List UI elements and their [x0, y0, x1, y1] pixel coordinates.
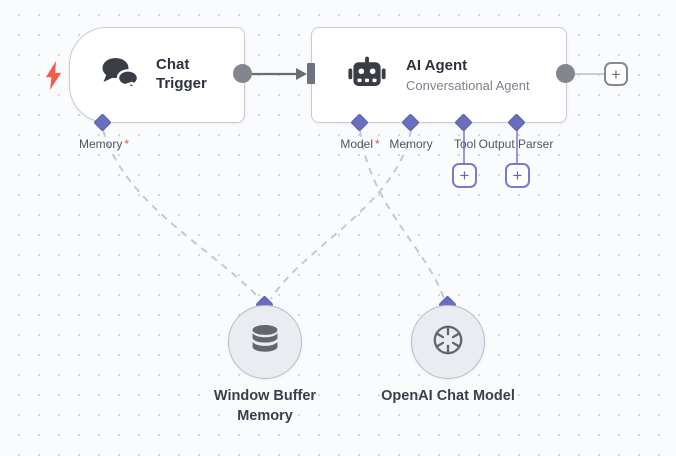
node-openai-chat-model[interactable]	[411, 305, 485, 379]
chat-trigger-output-port[interactable]	[233, 64, 252, 83]
node-title: AI Agent	[406, 57, 468, 75]
port-label-tool: Tool	[453, 137, 477, 151]
ai-agent-output-port[interactable]	[556, 64, 575, 83]
plus-icon: +	[512, 166, 523, 185]
node-window-buffer-memory[interactable]	[228, 305, 302, 379]
database-icon	[247, 322, 283, 363]
lightning-bolt-icon	[44, 61, 63, 95]
add-node-button[interactable]: +	[604, 62, 628, 86]
node-chat-trigger[interactable]: Chat Trigger	[69, 27, 245, 123]
required-marker: *	[375, 137, 380, 151]
port-label-memory-required: Memory*	[78, 137, 130, 151]
robot-icon	[346, 56, 388, 95]
node-title: Chat Trigger	[156, 56, 207, 92]
plus-icon: +	[459, 166, 470, 185]
port-label-output-parser: Output Parser	[478, 137, 554, 151]
node-subtitle: Conversational Agent	[406, 77, 530, 93]
chat-bubbles-icon	[100, 56, 140, 95]
node-label-window-buffer-memory: Window Buffer Memory	[213, 388, 317, 424]
port-label-memory: Memory	[389, 137, 433, 151]
port-label-model: Model*	[340, 137, 380, 151]
add-tool-button[interactable]: +	[452, 163, 477, 188]
openai-logo-icon	[429, 321, 467, 364]
required-marker: *	[124, 137, 130, 151]
node-ai-agent[interactable]: AI Agent Conversational Agent	[311, 27, 567, 123]
plus-icon: +	[611, 64, 621, 84]
ai-agent-input-port[interactable]	[307, 63, 315, 84]
node-label-openai-chat-model: OpenAI Chat Model	[381, 388, 515, 404]
add-output-parser-button[interactable]: +	[505, 163, 530, 188]
